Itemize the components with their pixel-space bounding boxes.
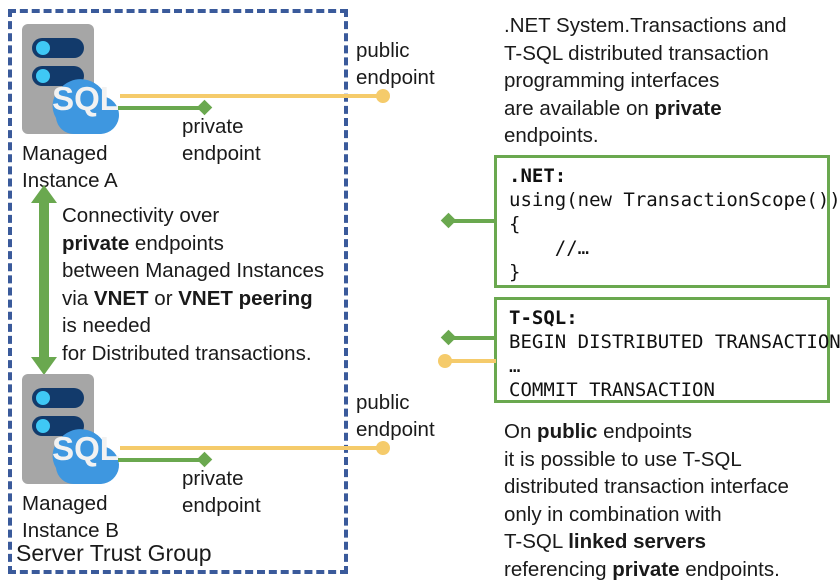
- tsql-private-connector-line: [450, 336, 496, 340]
- connectivity-bold-vnet: VNET: [93, 286, 149, 310]
- dotnet-code-line-2: {: [509, 213, 521, 235]
- instance-a-public-endpoint-dot: [376, 89, 390, 103]
- right-bottom-bold-public: public: [537, 420, 598, 443]
- connectivity-line-5: is needed: [62, 314, 151, 337]
- right-bottom-line-2: it is possible to use T-SQL: [504, 447, 742, 471]
- instance-b-public-endpoint-label: public endpoint: [356, 391, 435, 441]
- tsql-code-line-2: …: [509, 355, 521, 377]
- right-top-line-3: programming interfaces: [504, 69, 720, 92]
- connectivity-line-2: private endpoints: [62, 230, 342, 258]
- tsql-code-line-1: BEGIN DISTRIBUTED TRANSACTION: [509, 331, 840, 353]
- tsql-private-connector-diamond: [440, 329, 457, 346]
- right-bottom-line-5-prefix: T-SQL: [504, 530, 569, 553]
- instance-b-private-endpoint-line: [118, 458, 204, 462]
- instance-a-public-endpoint-line: [120, 94, 382, 98]
- right-bottom-bold-linked-servers: linked servers: [568, 530, 707, 553]
- tsql-code-title: T-SQL:: [509, 307, 578, 329]
- connectivity-bold-vnet-peering: VNET peering: [178, 286, 313, 310]
- right-bottom-line-1-prefix: On: [504, 420, 538, 443]
- instance-b-public-endpoint-line: [120, 446, 382, 450]
- connectivity-line-4: via VNET or VNET peering: [62, 285, 342, 313]
- right-bottom-line-5: T-SQL linked servers: [504, 528, 840, 556]
- dotnet-code-box: .NET: using(new TransactionScope()) { //…: [494, 155, 840, 288]
- tsql-code-box: T-SQL: BEGIN DISTRIBUTED TRANSACTION … C…: [494, 297, 840, 403]
- sql-managed-instance-b-icon: SQL: [20, 372, 140, 495]
- right-bottom-line-6-suffix: endpoints.: [679, 557, 780, 581]
- right-bottom-line-6: referencing private endpoints.: [504, 556, 840, 584]
- right-top-note: .NET System.Transactions and T-SQL distr…: [504, 12, 834, 150]
- sql-managed-instance-icon: SQL: [22, 24, 120, 135]
- server-trust-group-label: Server Trust Group: [16, 540, 212, 566]
- right-top-line-2: T-SQL distributed transaction: [504, 41, 769, 65]
- sql-managed-instance-a-icon: SQL: [20, 22, 140, 145]
- right-top-line-5: endpoints.: [504, 124, 599, 147]
- instance-a-public-endpoint-label: public endpoint: [356, 39, 435, 89]
- sql-managed-instance-icon: SQL: [22, 374, 120, 485]
- connectivity-line-4-prefix: via: [62, 286, 94, 310]
- right-bottom-line-4: only in combination with: [504, 502, 722, 526]
- right-top-line-4-prefix: are available on: [504, 96, 655, 120]
- svg-text:SQL: SQL: [52, 80, 120, 117]
- connectivity-note: Connectivity over private endpoints betw…: [62, 202, 342, 367]
- right-bottom-note: On public endpoints it is possible to us…: [504, 418, 840, 583]
- connectivity-line-6: for Distributed transactions.: [62, 341, 312, 365]
- right-top-bold-private: private: [654, 96, 722, 120]
- instance-b-name: Managed Instance B: [22, 492, 119, 542]
- dotnet-connector-line: [450, 219, 496, 223]
- connectivity-line-3: between Managed Instances: [62, 259, 325, 282]
- tsql-code-line-3: COMMIT TRANSACTION: [509, 379, 715, 401]
- right-bottom-line-3: distributed transaction interface: [504, 475, 789, 498]
- tsql-public-connector-dot: [438, 354, 452, 368]
- instance-b-private-endpoint-label: private endpoint: [182, 467, 261, 517]
- dotnet-code-line-4: }: [509, 261, 521, 283]
- tsql-public-connector-line: [450, 359, 496, 363]
- right-top-line-4: are available on private: [504, 95, 834, 123]
- dotnet-code-line-3: //…: [509, 237, 590, 259]
- instance-a-name: Managed Instance A: [22, 142, 118, 192]
- dotnet-code-title: .NET:: [509, 165, 567, 187]
- right-bottom-line-1-suffix: endpoints: [597, 420, 693, 443]
- private-connectivity-double-arrow-icon: [31, 185, 57, 375]
- right-bottom-line-1: On public endpoints: [504, 418, 840, 446]
- instance-a-private-endpoint-label: private endpoint: [182, 115, 261, 165]
- right-top-line-1: .NET System.Transactions and: [504, 14, 787, 37]
- server-trust-group-boundary: [8, 9, 348, 574]
- dotnet-code-line-1: using(new TransactionScope()): [509, 189, 840, 211]
- connectivity-bold-private: private: [62, 231, 130, 255]
- instance-b-public-endpoint-dot: [376, 441, 390, 455]
- connectivity-line-2-rest: endpoints: [129, 231, 224, 255]
- right-bottom-line-6-prefix: referencing: [504, 557, 613, 581]
- svg-text:SQL: SQL: [52, 430, 120, 467]
- right-bottom-bold-private: private: [612, 557, 680, 581]
- connectivity-line-1: Connectivity over: [62, 204, 220, 227]
- dotnet-connector-diamond: [440, 212, 457, 229]
- instance-a-private-endpoint-line: [118, 106, 204, 110]
- connectivity-line-4-mid: or: [148, 286, 179, 310]
